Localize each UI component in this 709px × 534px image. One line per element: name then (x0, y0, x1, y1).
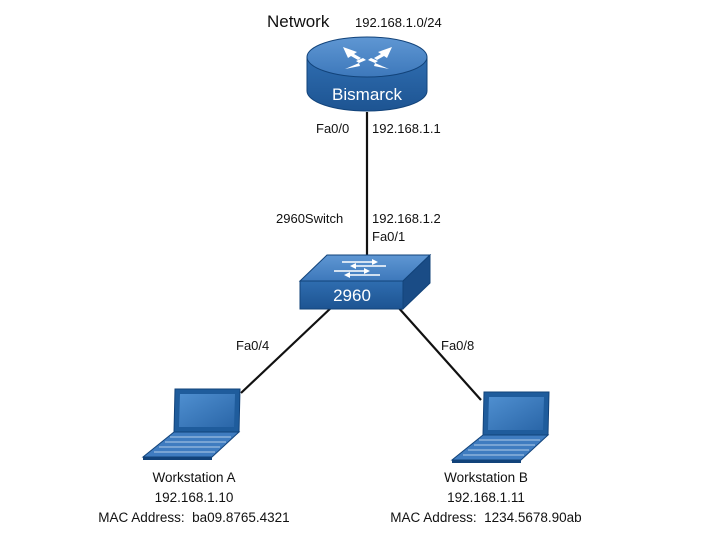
switch-uplink-port: Fa0/1 (372, 229, 406, 244)
workstation-b-port: Fa0/8 (441, 338, 475, 353)
router-name: Bismarck (332, 85, 402, 104)
router-interface: Fa0/0 (316, 121, 350, 136)
laptop-icon-workstation-a (141, 388, 241, 460)
workstation-b-name: Workstation B (444, 470, 528, 485)
workstation-a-name: Workstation A (152, 470, 236, 485)
switch-ip: 192.168.1.2 (372, 211, 441, 226)
router-icon (306, 36, 428, 112)
switch-icon (298, 253, 432, 311)
workstation-a-port: Fa0/4 (236, 338, 270, 353)
workstation-a-mac: MAC Address: ba09.8765.4321 (98, 510, 290, 525)
workstation-b-ip: 192.168.1.11 (447, 490, 525, 505)
switch-hostname: 2960Switch (276, 211, 344, 226)
switch-model: 2960 (333, 286, 371, 305)
link-switch-workstation-b (396, 305, 482, 401)
link-switch-workstation-a (240, 305, 334, 394)
workstation-a-ip: 192.168.1.10 (154, 490, 234, 505)
network-address: 192.168.1.0/24 (355, 15, 442, 30)
network-label: Network (267, 12, 330, 31)
workstation-b-mac: MAC Address: 1234.5678.90ab (390, 510, 582, 525)
laptop-icon-workstation-b (450, 391, 550, 463)
router-ip: 192.168.1.1 (372, 121, 441, 136)
